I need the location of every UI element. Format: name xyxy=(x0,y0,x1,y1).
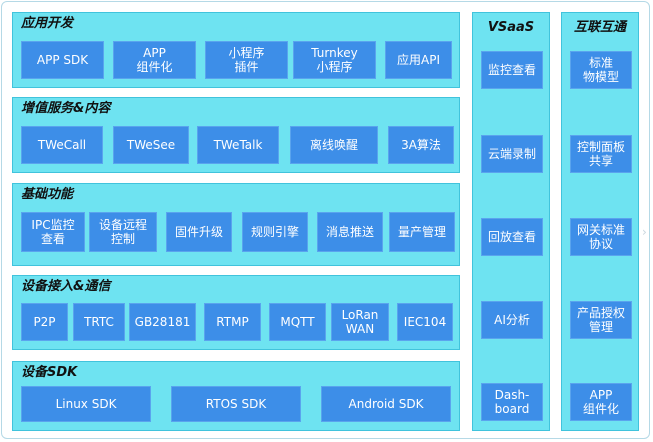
box-app-api: 应用API xyxy=(385,41,452,79)
box-rule-engine: 规则引擎 xyxy=(242,212,308,252)
box-gateway-standard-protocol: 网关标准 协议 xyxy=(570,218,632,256)
box-product-authorization: 产品授权 管理 xyxy=(570,301,632,339)
box-app-sdk: APP SDK xyxy=(21,41,104,79)
box-standard-thing-model: 标准 物模型 xyxy=(570,51,632,89)
section-title: 应用开发 xyxy=(21,16,74,31)
box-device-remote-control: 设备远程 控制 xyxy=(89,212,157,252)
box-rtos-sdk: RTOS SDK xyxy=(171,386,301,422)
box-rtmp: RTMP xyxy=(204,303,261,341)
section-device-access: 设备接入&通信 P2P TRTC GB28181 RTMP MQTT LoRan… xyxy=(12,275,460,350)
box-offline-wakeup: 离线唤醒 xyxy=(290,126,378,164)
box-message-push: 消息推送 xyxy=(317,212,383,252)
column-title: VSaaS xyxy=(487,20,535,35)
box-android-sdk: Android SDK xyxy=(321,386,451,422)
box-trtc: TRTC xyxy=(73,303,125,341)
box-mass-production: 量产管理 xyxy=(389,212,455,252)
box-twetalk: TWeTalk xyxy=(197,126,279,164)
box-p2p: P2P xyxy=(21,303,68,341)
column-title: 互联互通 xyxy=(573,20,626,35)
box-twecall: TWeCall xyxy=(21,126,103,164)
column-interoperability: 互联互通 标准 物模型 控制面板 共享 网关标准 协议 产品授权 管理 APP … xyxy=(561,12,639,431)
box-ipc-monitoring: IPC监控 查看 xyxy=(21,212,85,252)
section-app-development: 应用开发 APP SDK APP 组件化 小程序 插件 Turnkey 小程序 … xyxy=(12,12,460,88)
box-dashboard: Dash- board xyxy=(481,383,543,421)
section-basic-functions: 基础功能 IPC监控 查看 设备远程 控制 固件升级 规则引擎 消息推送 量产管… xyxy=(12,183,460,266)
box-twesee: TWeSee xyxy=(113,126,189,164)
section-title: 设备接入&通信 xyxy=(21,279,111,294)
section-title: 基础功能 xyxy=(21,187,74,202)
box-linux-sdk: Linux SDK xyxy=(21,386,151,422)
column-vsaas: VSaaS 监控查看 云端录制 回放查看 AI分析 Dash- board xyxy=(472,12,550,431)
section-title: 增值服务&内容 xyxy=(21,101,111,116)
box-firmware-upgrade: 固件升级 xyxy=(166,212,232,252)
box-ai-analysis: AI分析 xyxy=(481,301,543,339)
chevron-right-icon[interactable]: › xyxy=(642,225,647,239)
box-iec104: IEC104 xyxy=(397,303,453,341)
box-3a-algorithm: 3A算法 xyxy=(388,126,454,164)
box-turnkey-miniprogram: Turnkey 小程序 xyxy=(293,41,376,79)
box-miniprogram-plugin: 小程序 插件 xyxy=(205,41,288,79)
box-app-component: APP 组件化 xyxy=(113,41,196,79)
section-value-added-services: 增值服务&内容 TWeCall TWeSee TWeTalk 离线唤醒 3A算法 xyxy=(12,97,460,173)
box-loran-wan: LoRan WAN xyxy=(331,303,389,341)
box-control-panel-sharing: 控制面板 共享 xyxy=(570,135,632,173)
section-title: 设备SDK xyxy=(21,365,78,380)
box-app-component-interop: APP 组件化 xyxy=(570,383,632,421)
box-cloud-recording: 云端录制 xyxy=(481,135,543,173)
box-playback-view: 回放查看 xyxy=(481,218,543,256)
box-monitor-view: 监控查看 xyxy=(481,51,543,89)
box-mqtt: MQTT xyxy=(269,303,326,341)
section-device-sdk: 设备SDK Linux SDK RTOS SDK Android SDK xyxy=(12,361,460,431)
box-gb28181: GB28181 xyxy=(129,303,196,341)
